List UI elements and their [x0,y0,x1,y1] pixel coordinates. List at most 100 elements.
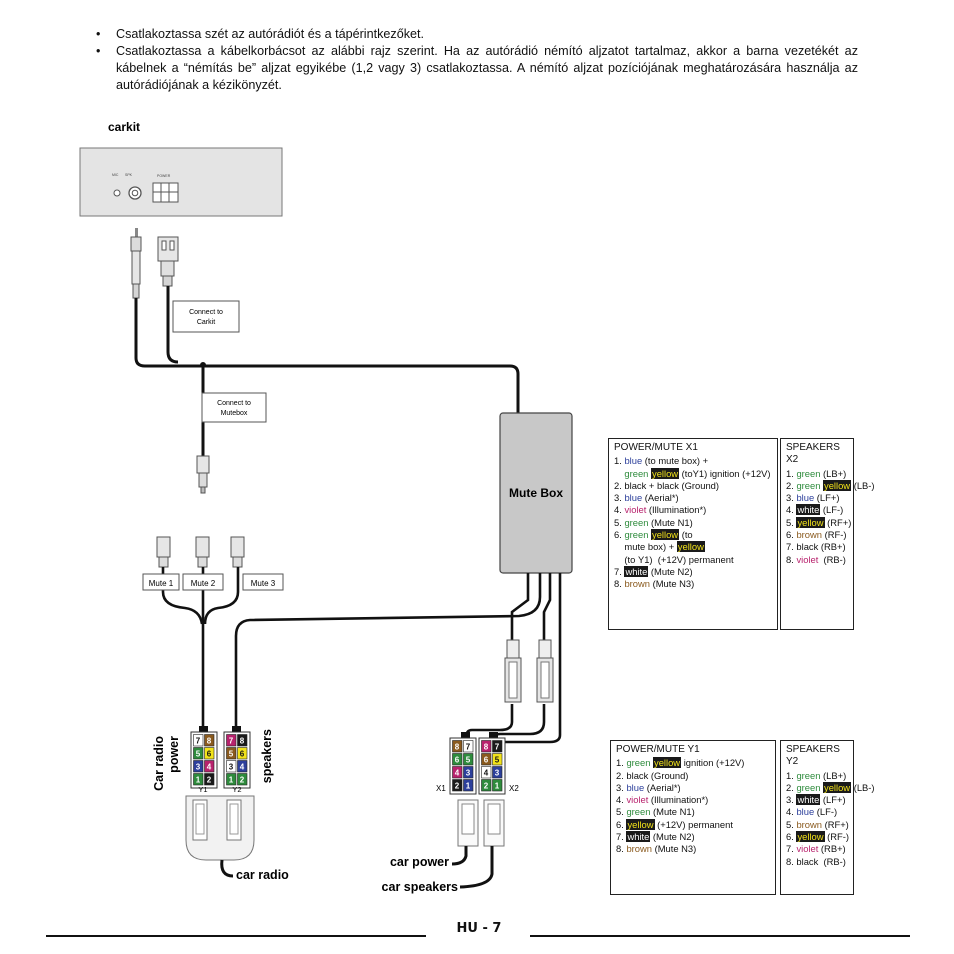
white-wire-highlight: white [796,504,821,516]
row-text: 6. [614,529,625,541]
yellow-wire-highlight: yellow [796,831,825,843]
brown-wire-text: brown [626,843,652,855]
row-text: 5. [786,818,797,830]
pin-number: 7 [495,743,500,752]
connector-pin [204,734,215,747]
table-row: 3. blue (Aerial*) [616,782,771,794]
table-row: 5. green (Mute N1) [614,517,773,529]
svg-text:Connect to: Connect to [217,400,251,407]
connector-pin [452,740,463,753]
table-row: 4. white (LF-) [786,504,849,516]
row-text: 8. black (RB-) [786,855,846,867]
row-text: (Mute N2) [648,565,693,577]
footer-rule-right [530,935,910,937]
pin-number: 4 [240,763,245,772]
table-row: 2. green yellow (LB-) [786,479,875,492]
table-row: 3. blue (Aerial*) [614,492,773,504]
pin-number: 3 [466,769,471,778]
table-row: 1. green (LB+) [786,770,849,782]
table-row: green yellow (toY1) ignition (+12V) [614,467,773,480]
yellow-wire-highlight: yellow [653,757,682,769]
table-title: SPEAKERS Y2 [786,744,840,768]
row-text: 4. [614,504,625,516]
row-text: 1. [614,455,625,467]
pin-number: 4 [455,769,460,778]
carkit-label: carkit [108,120,140,134]
row-text: (Aerial*) [644,781,681,793]
table-row: (to Y1) (+12V) permanent [614,554,773,566]
mic-jack-icon [113,189,121,197]
connector-pin [492,766,503,779]
violet-wire-text: violet [624,504,647,516]
table-row: 7. white (Mute N2) [614,565,773,578]
table-row: 1. green yellow ignition (+12V) [616,757,771,769]
row-text: 5. [616,806,627,818]
pin-number: 1 [229,776,234,785]
row-text: (Mute N3) [649,578,695,590]
connector-pin [204,760,215,773]
svg-text:Mutebox: Mutebox [221,410,248,417]
white-wire-highlight: white [626,831,651,843]
table-row: 4. violet (Illumination*) [616,794,771,806]
table-row: 6. brown (RF-) [786,529,849,541]
connector-pin [226,734,237,747]
connector-pin [204,747,215,760]
row-text: 2. [786,479,797,491]
speakers-x2-table: SPEAKERS X2 1. green (LB+)2. green yello… [780,438,875,630]
row-text: 2. black + black (Ground) [614,479,719,491]
table-row: 3. white (LF+) [786,794,849,806]
car-power-plug [457,799,479,847]
brown-wire-text: brown [624,578,650,590]
connector-pin [226,760,237,773]
violet-wire-text: violet [796,553,819,565]
pin-number: 1 [196,776,201,785]
car-speakers-label: car speakers [382,880,459,894]
row-text: (to mute box) + [642,455,709,467]
row-text [614,468,624,479]
jack-plug-icon [130,228,142,299]
instruction-item: Csatlakoztassa szét az autórádiót és a t… [96,26,858,43]
pin-number: 7 [196,737,201,746]
table-row: 2. black + black (Ground) [614,480,773,492]
pin-number: 6 [207,750,212,759]
connect-carkit-callout: Connect to Carkit [172,300,240,333]
table-row: 1. green (LB+) [786,468,849,480]
green-wire-text: green [624,467,649,479]
mute-1-label: Mute 1 [149,579,174,588]
power-plug-icon [157,236,179,287]
row-text: 3. [614,492,625,504]
row-text: (to Y1) (+12V) permanent [614,553,734,565]
row-text: mute box) + [614,541,677,553]
table-row: 6. green yellow (to [614,529,773,541]
instruction-item: Csatlakoztassa a kábelkorbácsot az alább… [96,43,858,94]
power-mute-y1-table: POWER/MUTE Y1 1. green yellow ignition (… [610,740,776,895]
connector-pin [481,779,492,792]
table-row: 4. blue (LF-) [786,806,849,818]
pin-number: 3 [196,763,201,772]
row-text: (RB+) [818,843,846,855]
row-text: 8. [616,843,627,855]
yellow-wire-highlight: yellow [796,516,825,528]
green-wire-text: green [624,529,649,541]
green-wire-text: green [626,757,651,769]
row-text: 4. [786,504,797,516]
inline-connectors [504,639,554,703]
car-radio-power-label-1: Car radio [152,736,166,791]
x2-label: X2 [509,784,519,793]
row-text: 7. [786,843,797,855]
row-text: 7. black (RB+) [786,541,846,553]
connector-pin [226,747,237,760]
white-wire-highlight: white [796,794,821,806]
row-text: (LF+) [814,492,840,504]
row-text: 6. [786,831,797,843]
table-row: 8. black (RB-) [786,856,849,868]
connector-pin [237,734,248,747]
pin-number: 8 [207,737,212,746]
row-text: 8. [786,553,797,565]
instruction-list: Csatlakoztassa szét az autórádiót és a t… [96,26,858,94]
connector-pin [463,740,474,753]
row-text: (LB+) [820,769,847,781]
